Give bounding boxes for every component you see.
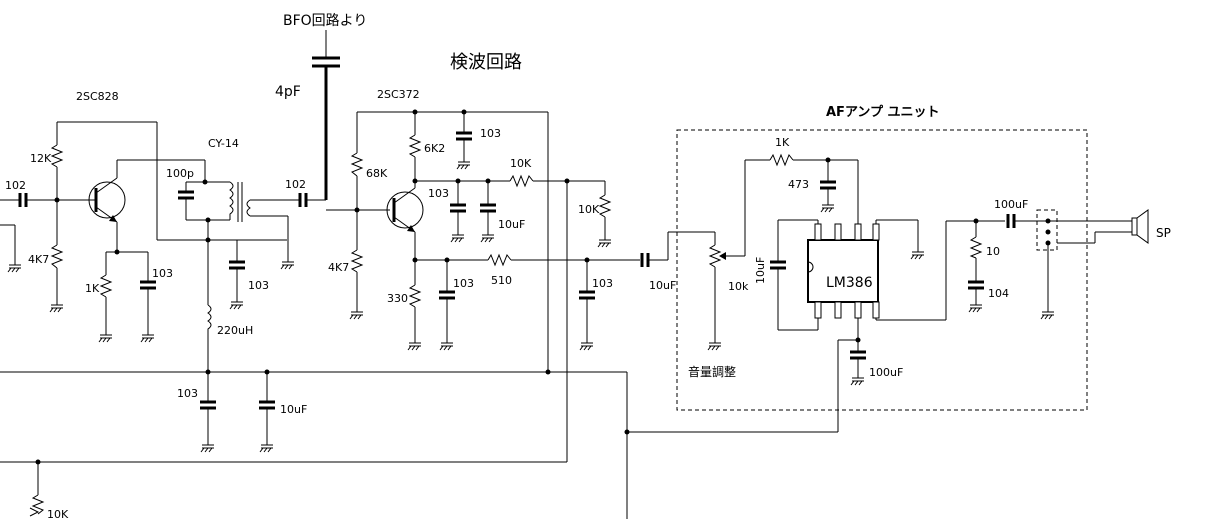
label-c100ub: 100uF [994, 198, 1028, 211]
resistor-6k2 [408, 134, 422, 158]
label-c103g: 103 [592, 277, 613, 290]
resistor-4k7-q2 [350, 249, 364, 273]
af-unit-box [676, 129, 1088, 411]
label-r10k3: 10K [47, 508, 69, 519]
label-r10k2: 10K [578, 203, 600, 216]
label-c473: 473 [788, 178, 809, 191]
label-r68k: 68K [366, 167, 388, 180]
label-r6k2: 6K2 [424, 142, 445, 155]
volume-potentiometer [708, 244, 722, 268]
label-r12k: 12K [30, 152, 52, 165]
label-r10k: 10K [510, 157, 532, 170]
label-ic: LM386 [826, 275, 873, 291]
label-c103e: 103 [428, 187, 449, 200]
inductor-220uh [207, 304, 212, 333]
ic-lm386 [807, 239, 879, 303]
label-q1: 2SC828 [76, 90, 119, 103]
resistor-12k [50, 144, 64, 168]
label-r10: 10 [986, 245, 1000, 258]
transistor-q2 [386, 191, 424, 229]
label-c10ud: 10uF [754, 257, 767, 284]
label-q2: 2SC372 [377, 88, 420, 101]
resistor-10k-bottom [31, 494, 45, 515]
label-r1k2: 1K [775, 136, 790, 149]
label-r1k: 1K [85, 282, 100, 295]
label-vol: 音量調整 [688, 364, 736, 379]
resistor-330 [408, 284, 422, 308]
label-c102b: 102 [285, 178, 306, 191]
label-c100ua: 100uF [869, 366, 903, 379]
label-r510: 510 [491, 274, 512, 287]
label-sp: SP [1156, 226, 1171, 240]
resistor-10k-filter [509, 174, 534, 188]
label-c102a: 102 [5, 179, 26, 192]
label-bfo: BFO回路より [283, 13, 367, 29]
label-c103f: 103 [453, 277, 474, 290]
label-c10uc: 10uF [649, 279, 676, 292]
label-c10ua: 10uF [280, 403, 307, 416]
label-r4k7a: 4K7 [28, 253, 49, 266]
resistor-1k-emitter [99, 274, 113, 298]
ifcoil-secondary [246, 199, 251, 217]
label-detector-title: 検波回路 [450, 52, 522, 73]
label-r330: 330 [387, 292, 408, 305]
label-c10ub: 10uF [498, 218, 525, 231]
speaker-icon [1131, 217, 1138, 236]
resistor-510 [487, 253, 512, 267]
label-ifcoil: CY-14 [208, 137, 239, 150]
resistor-10k-load [598, 194, 612, 218]
output-jack [1036, 209, 1058, 251]
label-c103c: 103 [177, 387, 198, 400]
label-c100p: 100p [166, 167, 194, 180]
resistor-68k [350, 152, 364, 177]
label-vr10k: 10k [728, 280, 749, 293]
resistor-4k7-q1 [50, 244, 64, 269]
resistor-10-zobel [969, 236, 983, 259]
ifcoil-primary [229, 181, 234, 220]
resistor-1k-feedback [769, 153, 794, 167]
label-4pf: 4pF [275, 84, 301, 100]
label-c103b: 103 [248, 279, 269, 292]
label-c104: 104 [988, 287, 1009, 300]
label-l220: 220uH [217, 324, 253, 337]
label-c103d: 103 [480, 127, 501, 140]
label-c103a: 103 [152, 267, 173, 280]
label-r4k7b: 4K7 [328, 261, 349, 274]
label-af-unit: AFアンプ ユニット [826, 105, 940, 120]
